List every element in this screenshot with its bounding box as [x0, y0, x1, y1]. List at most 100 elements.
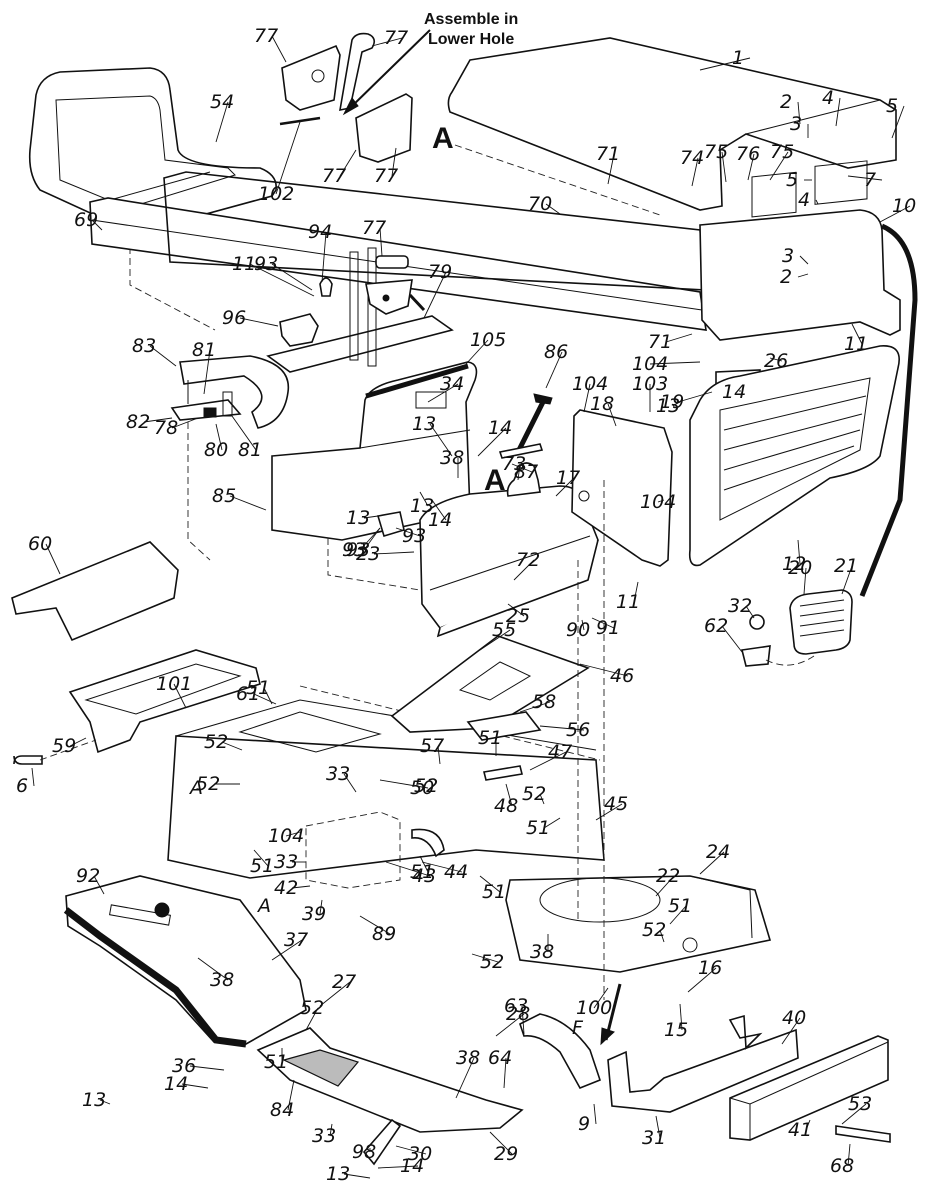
part-callout-1: 1 — [732, 47, 744, 69]
part-callout-70: 70 — [528, 193, 552, 215]
rear-frame-part — [505, 875, 772, 973]
part-callout-52: 52 — [522, 783, 546, 805]
bumper-part — [729, 1035, 889, 1141]
part-callout-22: 22 — [656, 865, 680, 887]
part-callout-52: 52 — [204, 731, 228, 753]
part-callout-73: 73 — [502, 453, 526, 475]
ref-mark-a-hood: A — [432, 122, 454, 155]
leader-line-104 — [583, 383, 591, 413]
part-callout-79: 79 — [428, 261, 452, 283]
part-callout-13: 13 — [326, 1163, 350, 1185]
part-callout-57: 57 — [420, 735, 444, 757]
leader-line-53 — [841, 1103, 867, 1125]
part-callout-78: 78 — [154, 417, 178, 439]
part-callout-75: 75 — [770, 141, 794, 163]
part-callout-2: 2 — [780, 91, 792, 113]
part-callout-51: 51 — [410, 861, 434, 883]
part-callout-74: 74 — [680, 147, 704, 169]
leader-line-80 — [215, 423, 223, 451]
leader-line-38 — [197, 957, 229, 981]
part-callout-93: 93 — [402, 525, 426, 547]
part-callout-51: 51 — [668, 895, 692, 917]
light-switch-part — [376, 511, 405, 537]
leader-line-75 — [769, 151, 789, 181]
leader-line-25 — [507, 603, 525, 617]
part-callout-33: 33 — [274, 851, 298, 873]
leader-line-83 — [149, 345, 177, 367]
frame-slot-part — [411, 828, 445, 858]
part-callout-5: 5 — [786, 169, 798, 191]
leader-line-33 — [343, 773, 357, 793]
leader-line-27 — [319, 981, 351, 1007]
part-callout-41: 41 — [788, 1119, 812, 1141]
leader-line-51 — [479, 875, 501, 893]
leader-line-10 — [879, 205, 911, 223]
part-callout-43: 43 — [412, 865, 436, 887]
assembly-note-line1: Assemble in — [424, 11, 518, 28]
leader-line-56 — [539, 725, 585, 731]
headlight-part — [741, 589, 853, 667]
part-callout-13: 13 — [656, 395, 680, 417]
leader-line-77 — [391, 147, 397, 177]
leader-line-11 — [851, 323, 863, 345]
part-callout-103: 103 — [632, 373, 668, 395]
part-callout-14: 14 — [722, 381, 746, 403]
part-callout-54: 54 — [210, 91, 234, 113]
assembly-note-line2: Lower Hole — [428, 31, 514, 48]
leader-line-40 — [781, 1017, 801, 1045]
leader-line-46 — [579, 663, 629, 677]
fuel-tank-part — [419, 462, 599, 638]
part-callout-101: 101 — [156, 673, 192, 695]
part-callout-38: 38 — [530, 941, 554, 963]
leader-line-20 — [803, 567, 807, 595]
leader-line-2 — [797, 273, 809, 278]
part-callout-3: 3 — [782, 245, 794, 267]
install-arrowhead — [600, 1027, 615, 1046]
leader-line-14 — [431, 499, 447, 521]
part-callout-72: 72 — [516, 549, 540, 571]
ref-mark-a-fender: A — [256, 895, 271, 917]
part-callout-51: 51 — [482, 881, 506, 903]
leader-line-29 — [489, 1131, 513, 1155]
leader-line-13 — [429, 423, 453, 457]
part-callout-87: 87 — [514, 461, 538, 483]
leader-line-5 — [891, 105, 905, 139]
leader-line-2 — [797, 101, 801, 125]
leader-line-13 — [671, 403, 675, 407]
leader-line-6 — [31, 767, 35, 787]
leader-line-75 — [721, 151, 727, 183]
leader-line-93 — [395, 527, 421, 537]
part-callout-38: 38 — [440, 447, 464, 469]
part-callout-77: 77 — [254, 25, 278, 47]
callout-labels: 1223344556791011111112131313131313141414… — [16, 25, 916, 1185]
part-callout-42: 42 — [274, 877, 298, 899]
part-callout-104: 104 — [572, 373, 608, 395]
part-callout-102: 102 — [258, 183, 294, 205]
leader-line-37 — [271, 939, 303, 961]
leader-line-14 — [477, 427, 507, 457]
seat-part — [28, 67, 277, 234]
bolt-6-guide — [39, 739, 97, 761]
part-callout-51: 51 — [526, 817, 550, 839]
leader-line-22 — [655, 875, 675, 897]
choke-control-part — [365, 255, 426, 315]
leader-line-63 — [521, 1005, 525, 1035]
part-callout-24: 24 — [706, 841, 730, 863]
leader-line-77 — [271, 35, 287, 63]
part-callout-52: 52 — [300, 997, 324, 1019]
leader-line-52 — [305, 1007, 319, 1031]
part-callout-19: 19 — [660, 391, 684, 413]
seat-bracket-part — [170, 355, 290, 429]
part-callout-6: 6 — [16, 775, 28, 797]
part-callout-33: 33 — [326, 763, 350, 785]
part-callout-83: 83 — [132, 335, 156, 357]
leader-line-41 — [805, 1119, 811, 1131]
leader-line-104 — [657, 499, 665, 503]
leader-line-100 — [593, 987, 609, 1009]
leader-line-39 — [319, 899, 323, 915]
leader-line-77 — [339, 149, 357, 177]
part-callout-47: 47 — [548, 741, 572, 763]
part-callout-25: 25 — [506, 605, 530, 627]
leader-line-33 — [329, 1123, 333, 1137]
